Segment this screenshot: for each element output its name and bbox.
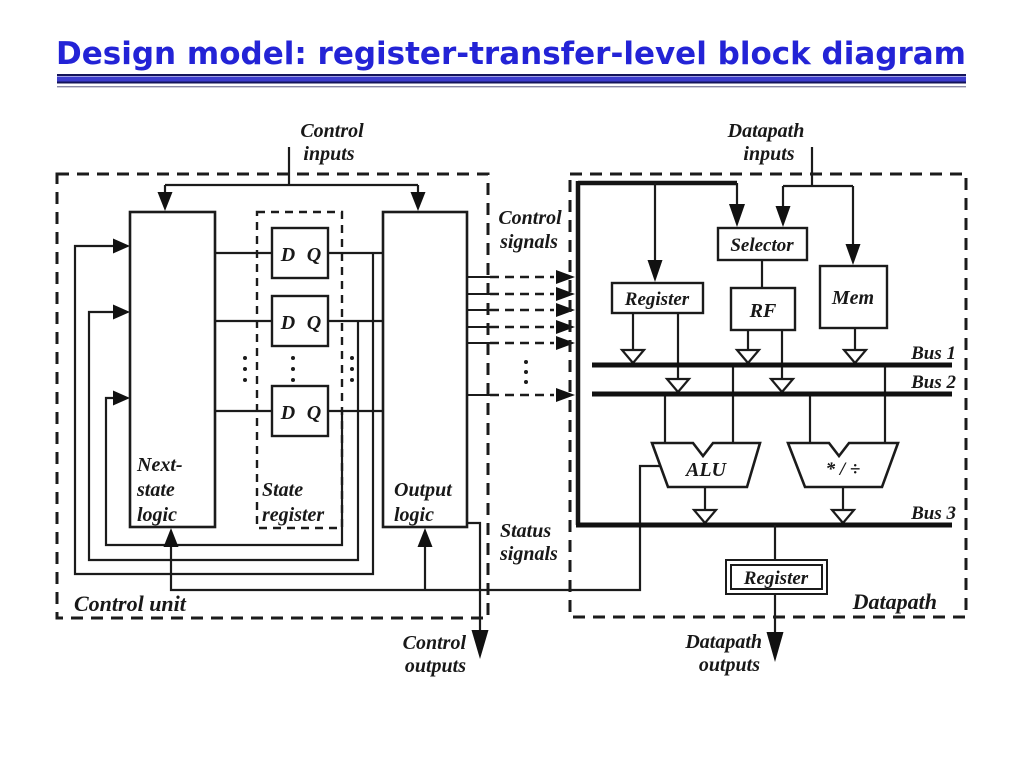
datapath-outputs-line1: Datapath <box>684 631 762 653</box>
output-register-box: Register <box>725 559 828 595</box>
dq-flipflop-1: D Q <box>270 226 330 280</box>
muldiv-unit: * / ÷ <box>786 441 900 489</box>
selector-label: Selector <box>730 235 794 256</box>
nsl-line1: Next- <box>136 454 183 476</box>
dq-flipflop-2: D Q <box>270 294 330 348</box>
dq-flipflop-3: D Q <box>270 384 330 438</box>
bus1-label: Bus 1 <box>910 343 956 364</box>
control-unit-region <box>55 172 490 620</box>
state-register-label: State register <box>262 479 324 526</box>
datapath-inputs-line1: Datapath <box>727 120 805 142</box>
state-feedback-wires <box>73 238 375 576</box>
control-outputs-label: Control outputs <box>403 632 467 677</box>
output-register-label: Register <box>743 568 809 589</box>
bus-feed-wires <box>619 313 869 394</box>
fu-input-wires <box>663 365 887 443</box>
selector-box: Selector <box>716 226 809 262</box>
status-signals-label: Status signals <box>499 520 558 565</box>
page-title: Design model: register-transfer-level bl… <box>56 36 966 72</box>
d-input-wires <box>215 251 272 413</box>
control-outputs-line1: Control <box>403 632 467 654</box>
datapath-control-trunk <box>575 180 745 525</box>
flipflop-q-label: Q <box>307 402 321 424</box>
register-box: Register <box>610 281 705 315</box>
alu-label: ALU <box>684 459 728 481</box>
control-signals-wires <box>467 270 575 402</box>
status-signals-line2: signals <box>499 543 558 565</box>
datapath-outputs-wire <box>766 525 784 662</box>
status-signals-wire <box>163 464 660 592</box>
mem-label: Mem <box>831 287 874 309</box>
control-unit-label: Control unit <box>74 591 187 616</box>
control-signals-label: Control signals <box>498 207 562 253</box>
ellipsis-dots <box>243 356 528 384</box>
control-signals-line1: Control <box>498 207 562 229</box>
control-inputs-wire <box>157 147 426 211</box>
ol-line2: logic <box>394 504 434 526</box>
title-underline <box>57 74 966 88</box>
state-register-box <box>255 210 344 530</box>
sr-line1: State <box>262 479 303 501</box>
alu-unit: ALU <box>650 441 762 489</box>
datapath-inputs-label: Datapath inputs <box>727 120 805 165</box>
register-label: Register <box>624 289 690 310</box>
nsl-line2: state <box>136 479 175 501</box>
control-outputs-line2: outputs <box>405 655 466 677</box>
control-inputs-line1: Control <box>300 120 364 142</box>
control-inputs-label: Control inputs <box>300 120 364 165</box>
sr-line2: register <box>262 504 324 526</box>
flipflop-d-label: D <box>280 244 295 266</box>
flipflop-q-label: Q <box>307 312 321 334</box>
rf-box: RF <box>729 286 797 332</box>
datapath-inputs-line2: inputs <box>743 143 794 165</box>
datapath-inputs-wire <box>775 147 861 265</box>
next-state-logic-box <box>128 210 217 529</box>
status-signals-line1: Status <box>500 520 551 542</box>
q-output-wires <box>328 251 383 413</box>
datapath-outputs-line2: outputs <box>699 654 760 676</box>
ol-line1: Output <box>394 479 453 501</box>
control-inputs-line2: inputs <box>303 143 354 165</box>
bus2-label: Bus 2 <box>910 372 956 393</box>
next-state-logic-label: Next- state logic <box>136 454 183 526</box>
flipflop-q-label: Q <box>307 244 321 266</box>
bus3-label: Bus 3 <box>910 503 956 524</box>
output-logic-label: Output logic <box>394 479 453 526</box>
datapath-label: Datapath <box>852 589 937 614</box>
nsl-line3: logic <box>137 504 177 526</box>
muldiv-label: * / ÷ <box>826 459 861 480</box>
flipflop-d-label: D <box>280 312 295 334</box>
control-signals-line2: signals <box>499 231 558 253</box>
control-outputs-wire <box>467 521 489 659</box>
datapath-outputs-label: Datapath outputs <box>684 631 762 676</box>
flipflop-d-label: D <box>280 402 295 424</box>
mem-box: Mem <box>818 264 889 330</box>
fu-output-wires <box>691 487 857 525</box>
output-logic-box <box>381 210 469 529</box>
rf-label: RF <box>749 300 777 322</box>
